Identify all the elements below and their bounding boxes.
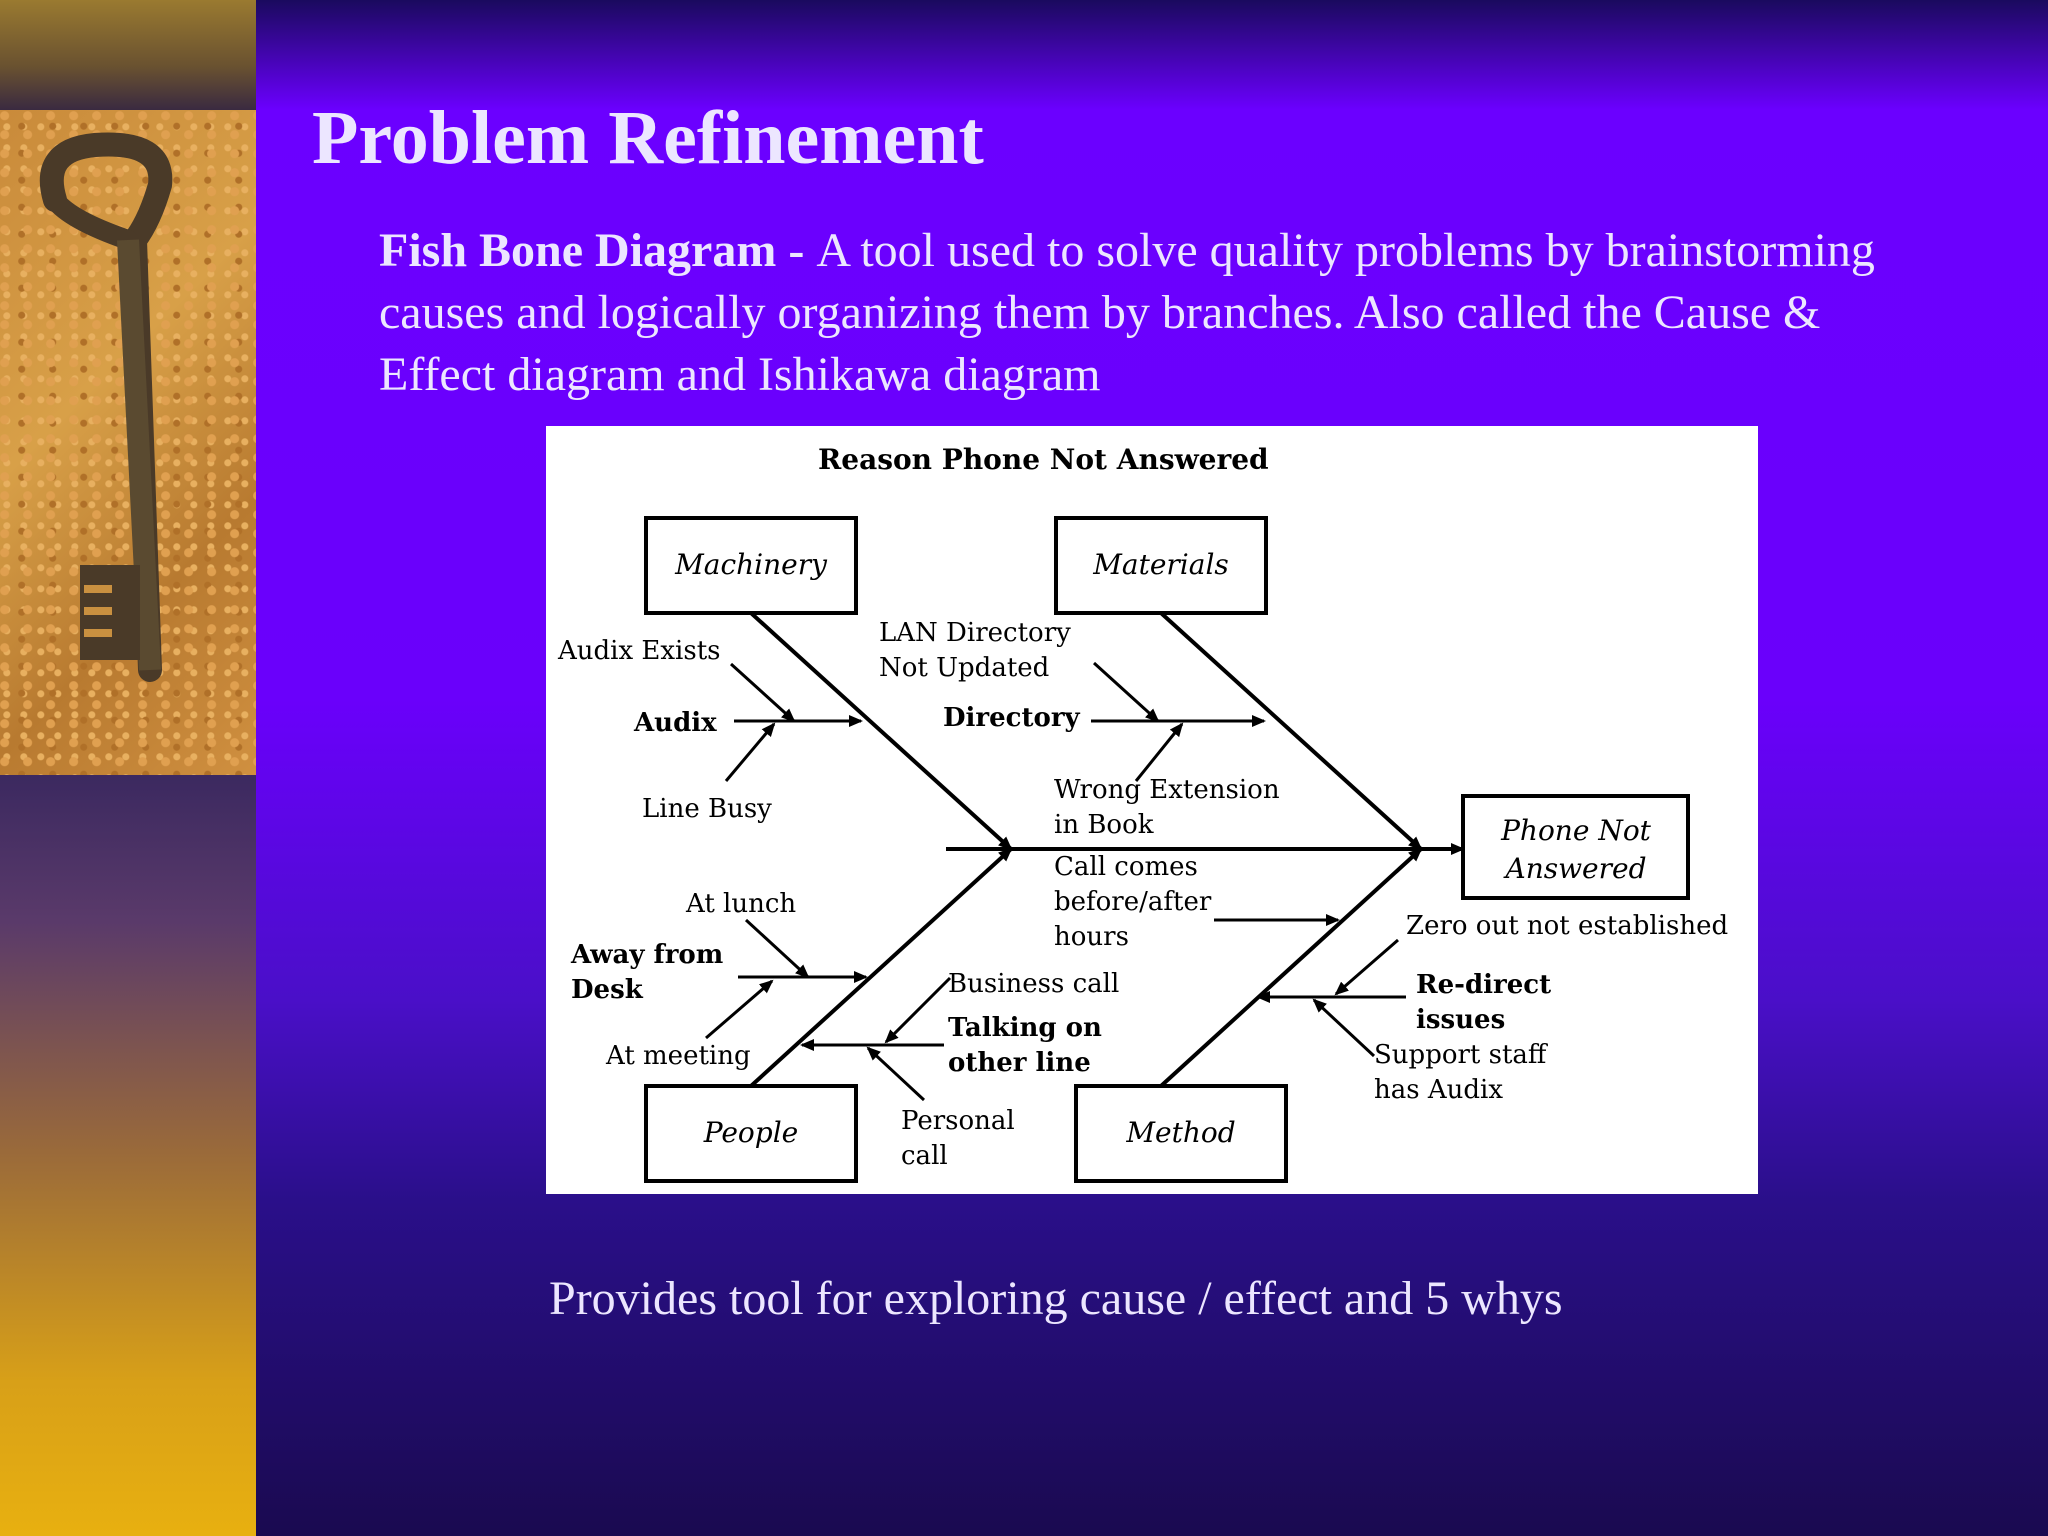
- cause-audix-exists: Audix Exists: [557, 636, 721, 666]
- cause-talking-other-line-1: Talking on: [948, 1013, 1102, 1043]
- sidebar-top-band: [0, 0, 256, 110]
- key-photo: [0, 110, 256, 775]
- box-people: People: [644, 1084, 858, 1183]
- bone-materials: [1159, 611, 1423, 851]
- arrow-personal-call: [866, 1046, 926, 1102]
- cause-support-staff-1: Support staff: [1374, 1040, 1549, 1070]
- arrow-audix-exists: [729, 662, 796, 723]
- cause-away-from-desk-2: Desk: [571, 975, 644, 1005]
- arrow-support-staff: [1312, 998, 1376, 1058]
- cause-support-staff-2: has Audix: [1374, 1075, 1503, 1105]
- bone-machinery: [749, 611, 1013, 851]
- category-materials: Materials: [1092, 548, 1229, 581]
- cause-at-meeting: At meeting: [605, 1041, 751, 1071]
- cause-call-comes-2: before/after: [1054, 887, 1212, 917]
- cause-business-call: Business call: [948, 969, 1119, 999]
- effect-box: Phone Not Answered: [1461, 794, 1690, 900]
- arrow-lan-directory: [1092, 661, 1160, 723]
- slide-description: Fish Bone Diagram - A tool used to solve…: [379, 220, 1879, 406]
- cause-personal-call-1: Personal: [901, 1106, 1015, 1136]
- arrow-at-meeting: [705, 979, 774, 1040]
- category-machinery: Machinery: [674, 548, 828, 581]
- cause-personal-call-2: call: [901, 1141, 948, 1171]
- box-materials: Materials: [1054, 516, 1268, 615]
- diagram-title: Reason Phone Not Answered: [818, 443, 1269, 476]
- arrow-at-lunch: [744, 918, 810, 979]
- cause-redirect-issues-2: issues: [1416, 1005, 1505, 1035]
- cause-zero-out: Zero out not established: [1406, 911, 1728, 941]
- effect-line-2: Answered: [1502, 852, 1646, 885]
- slide-title: Problem Refinement: [312, 96, 984, 180]
- arrow-line-busy: [724, 722, 776, 782]
- arrow-wrong-extension: [1134, 722, 1184, 782]
- description-term: Fish Bone Diagram -: [379, 224, 817, 277]
- bone-people: [749, 847, 1013, 1088]
- box-machinery: Machinery: [644, 516, 858, 615]
- arrow-zero-out: [1334, 938, 1399, 996]
- category-method: Method: [1125, 1116, 1235, 1149]
- cause-talking-other-line-2: other line: [948, 1048, 1091, 1078]
- cause-redirect-issues-1: Re-direct: [1416, 970, 1551, 1000]
- cause-audix: Audix: [633, 708, 717, 738]
- box-method: Method: [1074, 1084, 1288, 1183]
- cause-lan-directory-1: LAN Directory: [879, 618, 1071, 648]
- arrow-business-call: [884, 976, 952, 1044]
- cause-at-lunch: At lunch: [685, 889, 796, 919]
- cause-directory: Directory: [943, 703, 1081, 733]
- effect-line-1: Phone Not: [1500, 814, 1652, 847]
- cause-call-comes-3: hours: [1054, 922, 1129, 952]
- category-people: People: [703, 1116, 798, 1149]
- cause-away-from-desk-1: Away from: [570, 940, 723, 970]
- fishbone-diagram: Reason Phone Not Answered Machinery Mate…: [546, 426, 1758, 1194]
- slide-caption: Provides tool for exploring cause / effe…: [549, 1272, 1563, 1325]
- cause-lan-directory-2: Not Updated: [879, 653, 1049, 683]
- bone-method: [1159, 847, 1423, 1088]
- cause-call-comes-1: Call comes: [1054, 852, 1198, 882]
- description-text: A tool used to solve quality problems by…: [379, 224, 1875, 401]
- cause-wrong-extension-1: Wrong Extension: [1054, 775, 1280, 805]
- cause-line-busy: Line Busy: [642, 794, 772, 824]
- cause-wrong-extension-2: in Book: [1054, 810, 1154, 840]
